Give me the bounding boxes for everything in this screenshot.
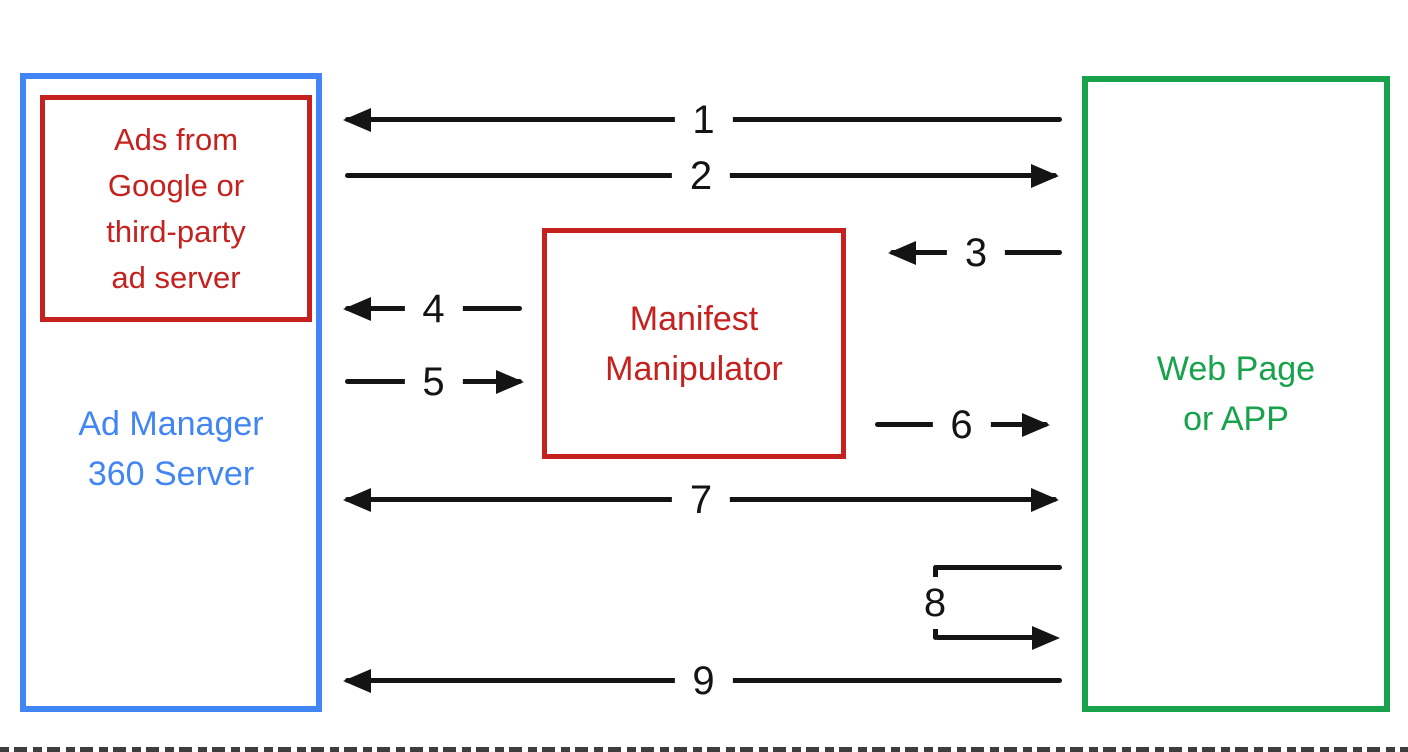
arrow-4-label: 4	[404, 288, 463, 329]
ads-from-google-label: third-party	[106, 213, 246, 249]
web-page-box: Web Page or APP	[1082, 76, 1390, 712]
arrow-5: 5	[345, 361, 524, 402]
web-page-label: or APP	[1183, 400, 1289, 438]
arrow-6: 6	[875, 404, 1050, 445]
arrow-4: 4	[343, 288, 522, 329]
web-page-label: Web Page	[1156, 350, 1316, 388]
arrowhead-left-icon	[343, 107, 371, 132]
arrowhead-right-icon	[496, 369, 524, 394]
ads-from-google-label: Ads from	[113, 121, 239, 157]
ads-from-google-box: Ads from Google or third-party ad server	[40, 95, 312, 322]
arrow-2-label: 2	[671, 155, 731, 196]
cropped-text-artifact	[0, 747, 1408, 752]
arrow-8-top-segment	[935, 565, 1062, 570]
arrowhead-right-icon	[1031, 163, 1059, 188]
arrow-1: 1	[343, 99, 1062, 140]
ad-manager-360-server-box: Ads from Google or third-party ad server…	[20, 73, 322, 712]
arrow-9-label: 9	[674, 660, 733, 701]
arrow-5-label: 5	[404, 361, 463, 402]
manifest-manipulator-label: Manipulator	[605, 349, 783, 388]
arrow-7-label: 7	[671, 479, 731, 520]
arrow-9: 9	[343, 660, 1062, 701]
arrow-8-bottom-segment	[935, 635, 1043, 640]
arrowhead-left-icon	[888, 240, 916, 265]
arrowhead-right-icon	[1022, 412, 1050, 437]
arrow-3-label: 3	[946, 232, 1006, 273]
arrowhead-left-icon	[343, 487, 371, 512]
arrowhead-left-icon	[343, 296, 371, 321]
ads-from-google-label: ad server	[111, 259, 241, 295]
arrowhead-right-icon	[1032, 626, 1060, 650]
arrow-6-label: 6	[932, 404, 991, 445]
arrow-8-label: 8	[909, 577, 961, 629]
manifest-manipulator-box: Manifest Manipulator	[542, 228, 846, 459]
arrow-2: 2	[345, 155, 1059, 196]
ad-manager-label: Ad Manager 360 Server	[78, 405, 264, 493]
arrow-7: 7	[343, 479, 1059, 520]
arrowhead-right-icon	[1031, 487, 1059, 512]
arrow-3: 3	[888, 232, 1062, 273]
manifest-manipulator-label: Manifest	[629, 299, 759, 338]
arrowhead-left-icon	[343, 668, 371, 693]
ads-from-google-label: Google or	[107, 167, 245, 203]
arrow-1-label: 1	[674, 99, 733, 140]
